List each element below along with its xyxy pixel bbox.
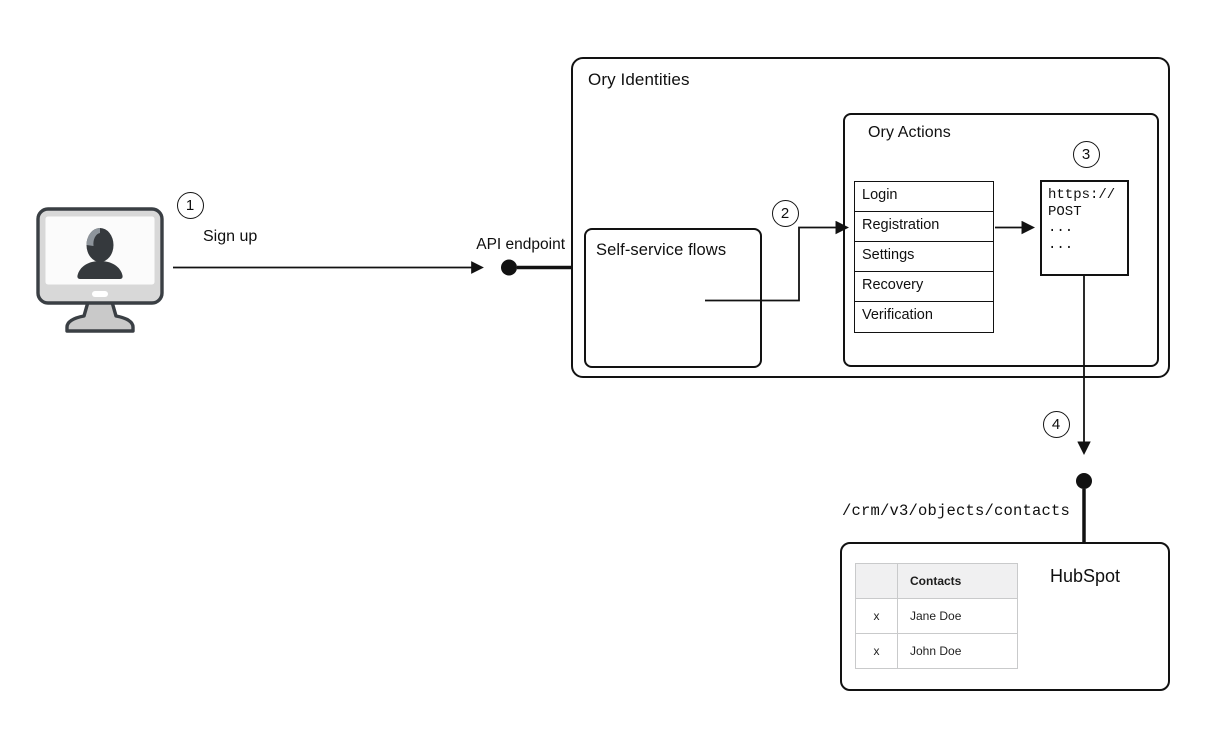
contact-row: x John Doe [855, 633, 1018, 669]
contact-delete-cell: x [855, 598, 898, 634]
ory-identities-box [571, 57, 1170, 378]
contacts-header-cell: Contacts [897, 563, 1018, 599]
monitor-button [92, 291, 108, 297]
sign-up-label: Sign up [203, 228, 258, 245]
step-2-badge: 2 [771, 199, 799, 227]
hubspot-title: HubSpot [1049, 566, 1121, 586]
flow-row-login: Login [855, 182, 993, 212]
code-line: POST [1048, 203, 1082, 220]
hubspot-endpoint-dot [1076, 473, 1092, 489]
api-endpoint-dot [501, 259, 517, 276]
flow-row-verification: Verification [855, 302, 993, 332]
api-endpoint-label: API endpoint [476, 236, 565, 253]
user-silhouette [77, 228, 123, 279]
crm-path-label: /crm/v3/objects/contacts [842, 502, 1071, 520]
step-1-badge: 1 [176, 191, 204, 219]
ory-actions-title: Ory Actions [868, 124, 951, 141]
ory-identities-title: Ory Identities [588, 70, 690, 89]
code-line: https:// [1048, 187, 1116, 203]
contact-row: x Jane Doe [855, 598, 1018, 634]
self-service-flows-title: Self-service flows [596, 241, 727, 259]
contact-delete-cell: x [855, 633, 898, 669]
flow-row-settings: Settings [855, 242, 993, 272]
flows-table: Login Registration Settings Recovery Ver… [854, 181, 994, 333]
step-3-badge: 3 [1072, 140, 1100, 168]
contact-name-cell: Jane Doe [897, 598, 1018, 634]
contact-name-cell: John Doe [897, 633, 1018, 669]
flow-row-registration: Registration [855, 212, 993, 242]
step-4-badge: 4 [1042, 410, 1070, 438]
user-computer-icon [36, 207, 164, 333]
contacts-header-row: Contacts [855, 563, 1018, 599]
monitor-stand [65, 300, 135, 333]
code-line: ... [1048, 236, 1074, 253]
code-line: ... [1048, 220, 1074, 236]
hubspot-contacts-table: Contacts x Jane Doe x John Doe [855, 563, 1018, 669]
webhook-code-box: https:// POST ... ... [1040, 180, 1129, 276]
flow-row-recovery: Recovery [855, 272, 993, 302]
contacts-header-empty-cell [855, 563, 898, 599]
hubspot-box [840, 542, 1170, 691]
